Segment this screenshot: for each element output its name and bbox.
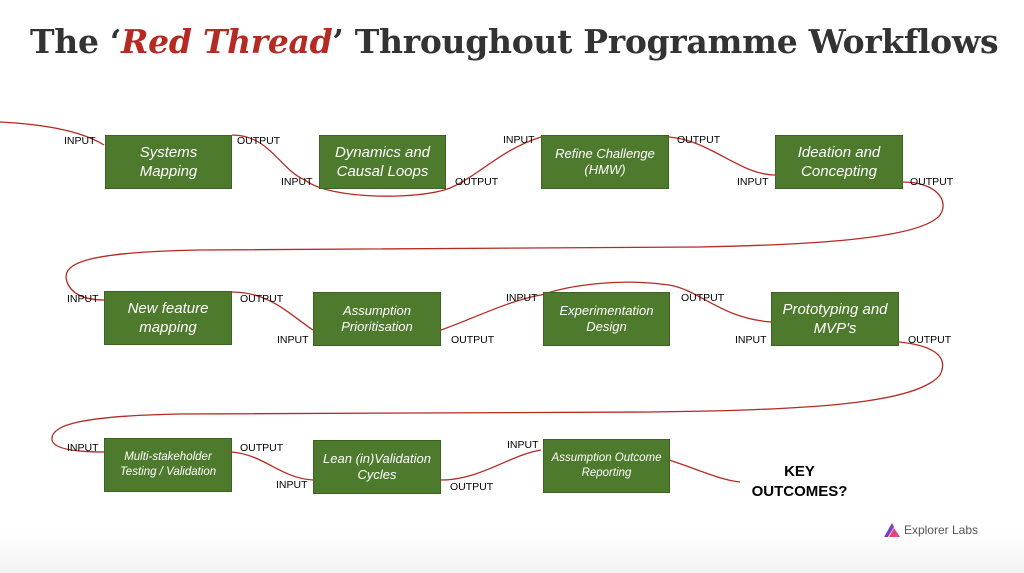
input-label: INPUT (67, 442, 99, 454)
box-refine-challenge: Refine Challenge (HMW) (541, 135, 669, 189)
output-label: OUTPUT (451, 334, 495, 346)
box-prototyping-mvp: Prototyping and MVP's (771, 292, 899, 346)
key-outcomes: KEY OUTCOMES? (742, 462, 857, 502)
output-label: OUTPUT (450, 481, 494, 493)
output-label: OUTPUT (240, 293, 284, 305)
input-label: INPUT (276, 479, 308, 491)
brand-name: Explorer Labs (903, 523, 978, 537)
box-lean-invalidation-cycles: Lean (in)Validation Cycles (313, 440, 441, 494)
input-label: INPUT (506, 292, 538, 304)
box-systems-mapping: Systems Mapping (105, 135, 232, 189)
input-label: INPUT (67, 293, 99, 305)
box-dynamics-causal-loops: Dynamics and Causal Loops (319, 135, 446, 189)
box-multi-stakeholder-testing: Multi-stakeholder Testing / Validation (104, 438, 232, 492)
output-label: OUTPUT (455, 176, 499, 188)
explorer-labs-logo-icon (883, 523, 900, 537)
input-label: INPUT (64, 135, 96, 147)
box-assumption-prioritisation: Assumption Prioritisation (313, 292, 441, 346)
output-label: OUTPUT (910, 176, 954, 188)
page-title: The ‘Red Thread’ Throughout Programme Wo… (30, 22, 999, 61)
output-label: OUTPUT (237, 135, 281, 147)
title-prefix: The ‘ (30, 22, 122, 61)
input-label: INPUT (735, 334, 767, 346)
brand-logo: Explorer Labs (883, 523, 978, 537)
output-label: OUTPUT (681, 292, 725, 304)
key-outcomes-line1: KEY (784, 463, 815, 480)
key-outcomes-line2: OUTCOMES? (751, 483, 848, 500)
input-label: INPUT (737, 176, 769, 188)
output-label: OUTPUT (677, 134, 721, 146)
footer-shade (0, 533, 1024, 573)
box-new-feature-mapping: New feature mapping (104, 291, 232, 345)
box-assumption-outcome-reporting: Assumption Outcome Reporting (543, 439, 670, 493)
input-label: INPUT (277, 334, 309, 346)
input-label: INPUT (503, 134, 535, 146)
box-experimentation-design: Experimentation Design (543, 292, 670, 346)
input-label: INPUT (281, 176, 313, 188)
title-suffix: ’ Throughout Programme Workflows (332, 22, 999, 61)
title-emphasis: Red Thread (121, 22, 333, 61)
output-label: OUTPUT (240, 442, 284, 454)
box-ideation-concepting: Ideation and Concepting (775, 135, 903, 189)
input-label: INPUT (507, 439, 539, 451)
output-label: OUTPUT (908, 334, 952, 346)
